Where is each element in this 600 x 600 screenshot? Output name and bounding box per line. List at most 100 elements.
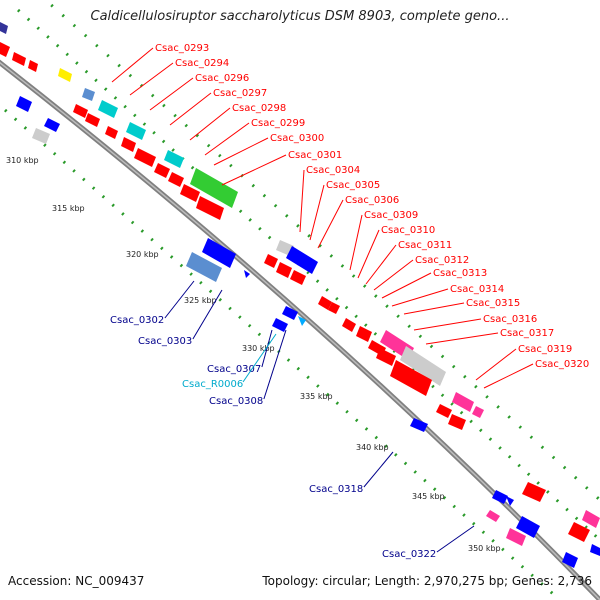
gene-label[interactable]: Csac_0306 [345, 195, 399, 206]
gene-label[interactable]: Csac_R0006 [182, 379, 243, 390]
gc-dot-track-inner [4, 108, 561, 600]
gene-label[interactable]: Csac_0308 [209, 396, 263, 407]
leader-line [192, 289, 223, 340]
gene-label[interactable]: Csac_0309 [364, 210, 418, 221]
gene-feature [298, 316, 306, 326]
page-title: Caldicellulosiruptor saccharolyticus DSM… [90, 9, 510, 24]
gene-feature [202, 238, 236, 268]
gene-feature [328, 302, 340, 314]
gene-label[interactable]: Csac_0311 [398, 240, 452, 251]
gene-feature [436, 404, 452, 418]
gene-feature [73, 104, 88, 118]
gene-feature [472, 406, 484, 418]
gene-feature [506, 528, 526, 546]
gene-feature [85, 113, 100, 127]
gene-feature [12, 52, 26, 66]
gene-feature [0, 22, 8, 34]
gene-label[interactable]: Csac_0312 [415, 255, 469, 266]
gene-feature [590, 544, 600, 556]
leader-line [242, 333, 277, 383]
tick-label: 325 kbp [184, 296, 217, 305]
gene-label[interactable]: Csac_0300 [270, 133, 324, 144]
gene-label[interactable]: Csac_0298 [232, 103, 286, 114]
gene-feature [244, 270, 250, 278]
gene-label[interactable]: Csac_0299 [251, 118, 305, 129]
leader-line [483, 363, 534, 389]
gene-feature [134, 148, 156, 167]
leader-line [357, 229, 380, 279]
gene-label[interactable]: Csac_0303 [138, 336, 192, 347]
reverse-strand-features [0, 22, 600, 568]
gene-label[interactable]: Csac_0296 [195, 73, 249, 84]
gene-feature [98, 100, 118, 118]
gene-feature [16, 96, 32, 112]
leader-line [169, 92, 212, 126]
gene-label[interactable]: Csac_0310 [381, 225, 435, 236]
gene-feature [282, 306, 298, 320]
gene-label[interactable]: Csac_0294 [175, 58, 229, 69]
leader-line [413, 318, 482, 331]
gene-label[interactable]: Csac_0293 [155, 43, 209, 54]
gene-feature [126, 122, 146, 140]
gene-feature [516, 516, 540, 538]
gene-label[interactable]: Csac_0314 [450, 284, 504, 295]
gene-feature [272, 318, 288, 332]
gene-feature [376, 348, 396, 366]
gene-label[interactable]: Csac_0322 [382, 549, 436, 560]
leader-line [221, 154, 287, 186]
gene-feature [32, 128, 50, 144]
tick-label: 345 kbp [412, 492, 445, 501]
gene-feature [342, 318, 356, 332]
tick-label: 320 kbp [126, 250, 159, 259]
gene-label[interactable]: Csac_0317 [500, 328, 554, 339]
gene-feature [290, 270, 306, 285]
gene-label[interactable]: Csac_0304 [306, 165, 360, 176]
gene-label[interactable]: Csac_0307 [207, 364, 261, 375]
gene-feature [492, 490, 508, 504]
gene-feature [186, 252, 222, 282]
gene-label[interactable]: Csac_0297 [213, 88, 267, 99]
leader-line [129, 62, 174, 96]
gene-feature [410, 418, 428, 432]
leader-line [373, 259, 414, 291]
gene-feature [356, 326, 372, 342]
gene-feature [264, 254, 278, 268]
leader-line [149, 77, 194, 111]
leader-line [425, 332, 499, 345]
leader-line [164, 280, 195, 319]
leader-line [213, 137, 269, 166]
gene-label[interactable]: Csac_0318 [309, 484, 363, 495]
gene-label[interactable]: Csac_0302 [110, 315, 164, 326]
tick-label: 330 kbp [242, 344, 275, 353]
genome-summary-text: Topology: circular; Length: 2,970,275 bp… [262, 574, 592, 588]
gene-feature [190, 168, 238, 208]
leader-line [365, 244, 397, 285]
gene-label[interactable]: Csac_0315 [466, 298, 520, 309]
gene-feature [168, 172, 184, 187]
tick-label: 310 kbp [6, 156, 39, 165]
gene-feature [562, 552, 578, 568]
leader-line [299, 169, 305, 233]
gene-label[interactable]: Csac_0305 [326, 180, 380, 191]
leader-line [309, 184, 325, 241]
gene-feature [0, 42, 10, 57]
leader-line [261, 329, 273, 368]
gene-feature [522, 482, 546, 502]
gene-feature [390, 360, 432, 396]
leader-line [363, 451, 394, 488]
gene-label[interactable]: Csac_0320 [535, 359, 589, 370]
tick-label: 315 kbp [52, 204, 85, 213]
gene-label[interactable]: Csac_0316 [483, 314, 537, 325]
gene-label[interactable]: Csac_0313 [433, 268, 487, 279]
gene-feature [486, 510, 500, 522]
gene-label[interactable]: Csac_0301 [288, 150, 342, 161]
gene-feature [28, 60, 38, 72]
gc-dot-track-outer [16, 8, 600, 542]
gc-dot-track-far-outer [43, 0, 600, 502]
leader-line [349, 214, 363, 271]
gc-content-track [4, 0, 600, 600]
accession-text: Accession: NC_009437 [8, 574, 145, 588]
gene-feature [58, 68, 72, 82]
gene-label[interactable]: Csac_0319 [518, 344, 572, 355]
